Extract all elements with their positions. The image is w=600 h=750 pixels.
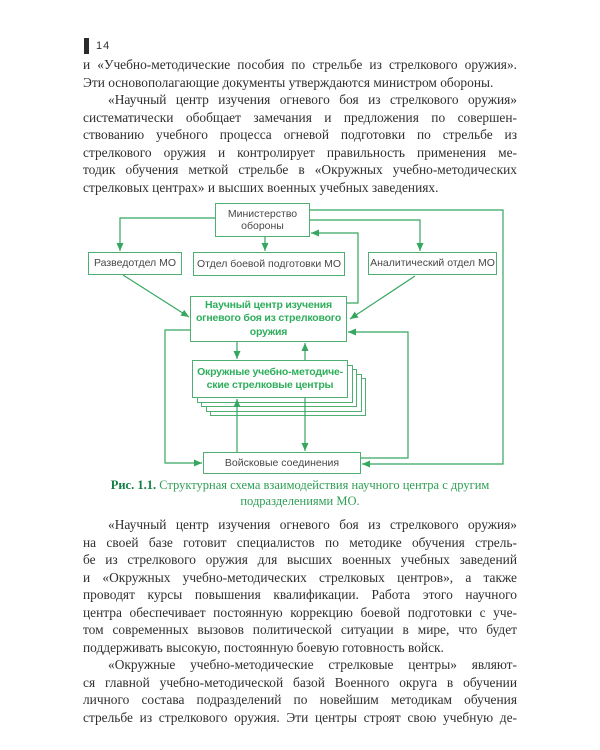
text-line: «Научный центр изучения огневого боя из … [108,517,517,532]
figure-caption-line1: Структурная схема взаимодействия научног… [156,478,490,492]
text-line: бе из стрелкового оружия для высших воен… [83,552,517,567]
org-structure-diagram: Министерство обороны Разведотдел МО Отде… [0,200,600,480]
text-line: ствованию учебного процесса огневой подг… [83,127,517,142]
text-line: тодик обучения меткой стрельбе в «Окружн… [83,162,517,177]
diagram-box-troops: Войсковые соединения [203,452,361,474]
figure-caption-line2: подразделениями МО. [240,494,360,508]
text-line: том современных вызовов политической сит… [83,622,517,637]
diagram-box-science-center: Научный центр изучения огневого боя из с… [190,296,347,342]
text-line: стрельбе из стрелкового оружия. Эти цент… [83,709,517,725]
page-number-marker [84,38,89,54]
text-line: поддерживать высокую, постоянную боевую … [83,639,444,655]
figure-caption-label: Рис. 1.1. [110,478,157,492]
text-line: центра обеспечивает постоянную коррекцию… [83,604,517,620]
diagram-box-okruzhnye-centers: Окружные учебно-методиче- ские стрелковы… [192,360,348,398]
text-line: стрелкового оружия и контролирует правил… [83,144,517,160]
diagram-box-analytical: Аналитический отдел МО [368,252,497,275]
body-text-bottom: «Научный центр изучения огневого боя из … [83,516,517,726]
diagram-box-ministry: Министерство обороны [215,203,310,237]
body-text-top: и «Учебно-методические пособия по стрель… [83,56,517,196]
text-line: проводят курсы повышения квалификации. Р… [83,587,517,602]
text-line: «Научный центр изучения огневого боя из … [108,92,517,107]
text-line: систематически обобщает замечания и пред… [83,109,517,125]
page-number-block: 14 [84,38,110,54]
text-line: «Окружные учебно-методические стрелковые… [108,657,517,672]
diagram-box-otdel-boevoy-podgotovki: Отдел боевой подготовки МО [193,252,345,276]
page-number: 14 [96,40,111,52]
text-line: личного состава подразделений по новейши… [83,692,517,707]
text-line: ся главной учебно-методической базой Вое… [83,674,517,690]
figure-caption: Рис. 1.1. Структурная схема взаимодейств… [0,477,600,509]
text-line: на своей базе готовит специалистов по ме… [83,534,517,550]
text-line: и «Окружных учебно-методических стрелков… [83,569,517,585]
diagram-box-razvedotdel: Разведотдел МО [88,252,182,275]
text-line: стрелковых центрах» и высших военных уче… [83,179,439,195]
text-line: и «Учебно-методические пособия по стрель… [83,57,517,72]
text-line: Эти основополагающие документы утверждаю… [83,74,494,90]
